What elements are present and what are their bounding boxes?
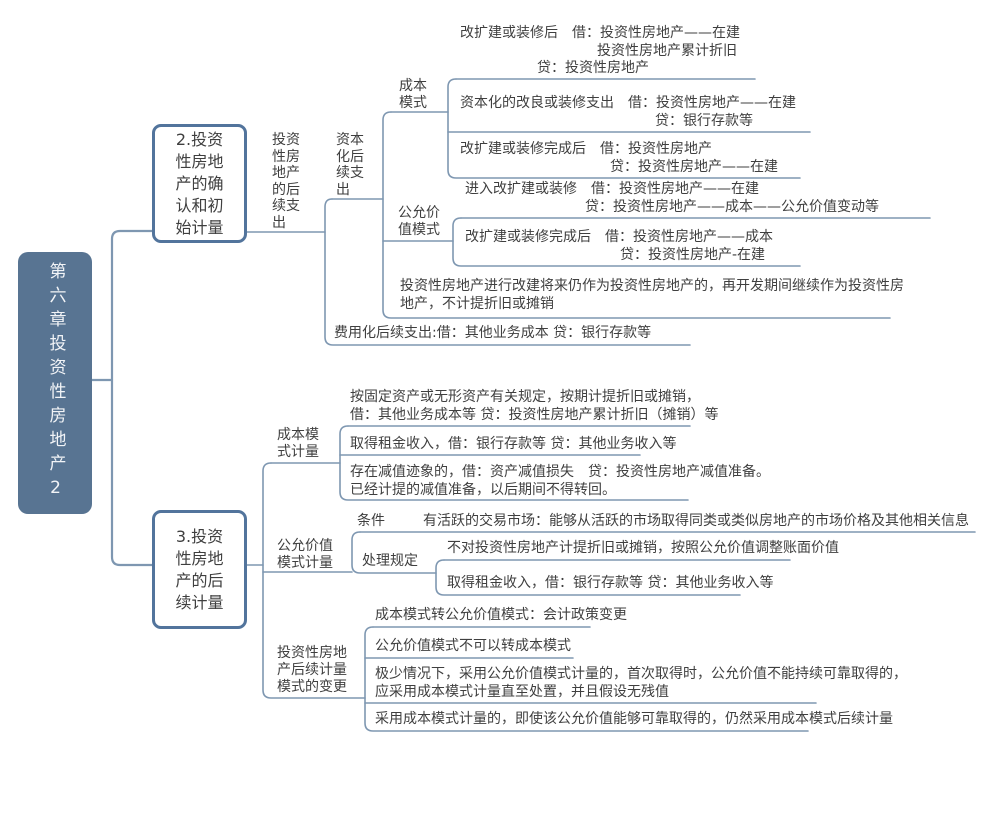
node-rare-case-rule[interactable]: 极少情况下，采用公允价值模式计量的，首次取得时，公允价值不能持续可靠取得的， 应… bbox=[375, 666, 907, 700]
node-depreciation-rule[interactable]: 按固定资产或无形资产有关规定，按期计提折旧或摊销， 借：其他业务成本等 贷：投资… bbox=[350, 389, 719, 423]
node-fv-cannot-convert-to-cost[interactable]: 公允价值模式不可以转成本模式 bbox=[375, 638, 571, 654]
node-cost-rebuild-completed-entry[interactable]: 改扩建或装修完成后 借：投资性房地产 贷：投资性房地产——在建 bbox=[460, 141, 778, 175]
node-redevelopment-note[interactable]: 投资性房地产进行改建将来仍作为投资性房地产的，再开发期间继续作为投资性房 地产，… bbox=[400, 278, 904, 312]
node-rental-income-cost-mode[interactable]: 取得租金收入，借：银行存款等 贷：其他业务收入等 bbox=[350, 436, 677, 452]
node-keep-cost-mode-rule[interactable]: 采用成本模式计量的，即使该公允价值能够可靠取得的，仍然采用成本模式后续计量 bbox=[375, 711, 893, 727]
branch-node-subsequent-measurement[interactable]: 3.投资 性房地 产的后 续计量 bbox=[152, 510, 247, 629]
node-condition-active-market[interactable]: 有活跃的交易市场：能够从活跃的市场取得同类或类似房地产的市场价格及其他相关信息 bbox=[423, 513, 969, 529]
node-rental-income-fv-mode[interactable]: 取得租金收入，借：银行存款等 贷：其他业务收入等 bbox=[447, 575, 774, 591]
branch-node-recognition-initial-measurement[interactable]: 2.投资 性房地 产的确 认和初 始计量 bbox=[152, 124, 247, 243]
node-fv-enter-rebuild-entry[interactable]: 进入改扩建或装修 借：投资性房地产——在建 贷：投资性房地产——成本——公允价值… bbox=[465, 181, 879, 215]
root-node-title: 第六章投资性房地产2 bbox=[45, 261, 66, 505]
node-expensed-subsequent-expenditure[interactable]: 费用化后续支出:借：其他业务成本 贷：银行存款等 bbox=[334, 325, 652, 341]
node-impairment-rule[interactable]: 存在减值迹象的，借：资产减值损失 贷：投资性房地产减值准备。 已经计提的减值准备… bbox=[350, 464, 770, 498]
node-cost-after-rebuild-entry[interactable]: 改扩建或装修后 借：投资性房地产——在建 投资性房地产累计折旧 贷：投资性房地产 bbox=[460, 25, 740, 76]
node-no-depreciation-rule[interactable]: 不对投资性房地产计提折旧或摊销，按照公允价值调整账面价值 bbox=[447, 540, 839, 556]
node-cost-to-fv-policy-change[interactable]: 成本模式转公允价值模式：会计政策变更 bbox=[375, 607, 627, 623]
node-fv-rebuild-completed-entry[interactable]: 改扩建或装修完成后 借：投资性房地产——成本 贷：投资性房地产-在建 bbox=[465, 229, 773, 263]
root-node-chapter[interactable]: 第六章投资性房地产2 bbox=[18, 252, 92, 514]
node-subsequent-expenditure[interactable]: 投资 性房 地产 的后 续支 出 bbox=[272, 132, 300, 231]
node-capitalized-subsequent-expenditure[interactable]: 资本 化后 续支 出 bbox=[336, 132, 364, 198]
node-condition-label[interactable]: 条件 bbox=[357, 513, 385, 529]
node-treatment-label[interactable]: 处理规定 bbox=[362, 553, 418, 569]
node-capitalized-improvement-entry[interactable]: 资本化的改良或装修支出 借：投资性房地产——在建 贷：银行存款等 bbox=[460, 95, 796, 129]
node-cost-mode[interactable]: 成本 模式 bbox=[399, 78, 427, 111]
node-fair-value-mode-measurement[interactable]: 公允价值 模式计量 bbox=[277, 538, 333, 571]
node-fair-value-mode[interactable]: 公允价 值模式 bbox=[398, 205, 440, 238]
node-cost-mode-measurement[interactable]: 成本模 式计量 bbox=[277, 427, 319, 460]
node-measurement-mode-change[interactable]: 投资性房地 产后续计量 模式的变更 bbox=[277, 645, 347, 695]
